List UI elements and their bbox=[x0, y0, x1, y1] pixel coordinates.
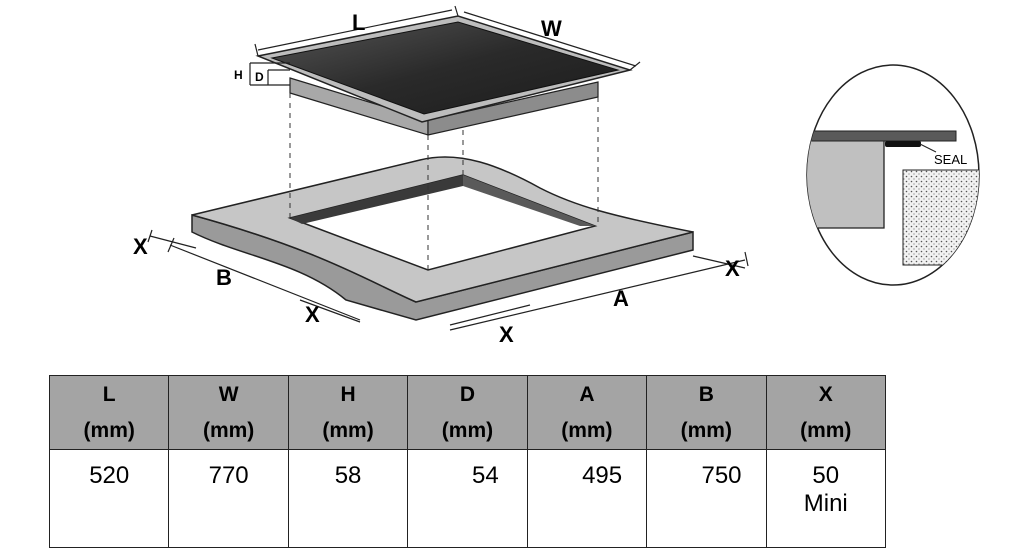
value-H: 58 bbox=[287, 449, 409, 548]
value-W: 770 bbox=[168, 449, 289, 548]
label-L: L bbox=[352, 10, 365, 35]
label-seal: SEAL bbox=[934, 152, 967, 167]
header-cell: B(mm) bbox=[646, 375, 767, 450]
projection-lines bbox=[289, 93, 599, 270]
header-cell: L(mm) bbox=[48, 375, 170, 450]
label-X-right: X bbox=[725, 256, 740, 281]
table-header-row: L(mm) W(mm) H(mm) D(mm) A(mm) B(mm) X(mm… bbox=[48, 375, 887, 450]
seal bbox=[885, 141, 921, 147]
label-W: W bbox=[541, 16, 562, 41]
value-D: 54 bbox=[407, 449, 528, 548]
value-A: 495 bbox=[526, 449, 648, 548]
header-cell: W(mm) bbox=[168, 375, 289, 450]
label-A: A bbox=[613, 286, 629, 311]
header-cell: A(mm) bbox=[526, 375, 648, 450]
value-B: 750 bbox=[646, 449, 767, 548]
seal-detail: SEAL bbox=[806, 64, 980, 286]
cutout-wall bbox=[290, 175, 463, 224]
dimension-lines bbox=[147, 5, 749, 331]
hob-installation-diagram: L W H D X B X X A X SEAL bbox=[133, 5, 980, 347]
worktop bbox=[191, 156, 694, 321]
label-H: H bbox=[234, 68, 243, 82]
header-cell: H(mm) bbox=[287, 375, 409, 450]
hob bbox=[255, 15, 633, 136]
label-X-bottom: X bbox=[499, 322, 514, 347]
label-D: D bbox=[255, 70, 264, 84]
label-X-left: X bbox=[133, 234, 148, 259]
label-B: B bbox=[216, 265, 232, 290]
value-L: 520 bbox=[48, 449, 170, 548]
header-cell: X(mm) bbox=[765, 375, 887, 450]
hob-glass bbox=[270, 21, 620, 115]
header-cell: D(mm) bbox=[407, 375, 528, 450]
label-X-bottom-left: X bbox=[305, 302, 320, 327]
dimension-table: L(mm) W(mm) H(mm) D(mm) A(mm) B(mm) X(mm… bbox=[48, 375, 887, 548]
